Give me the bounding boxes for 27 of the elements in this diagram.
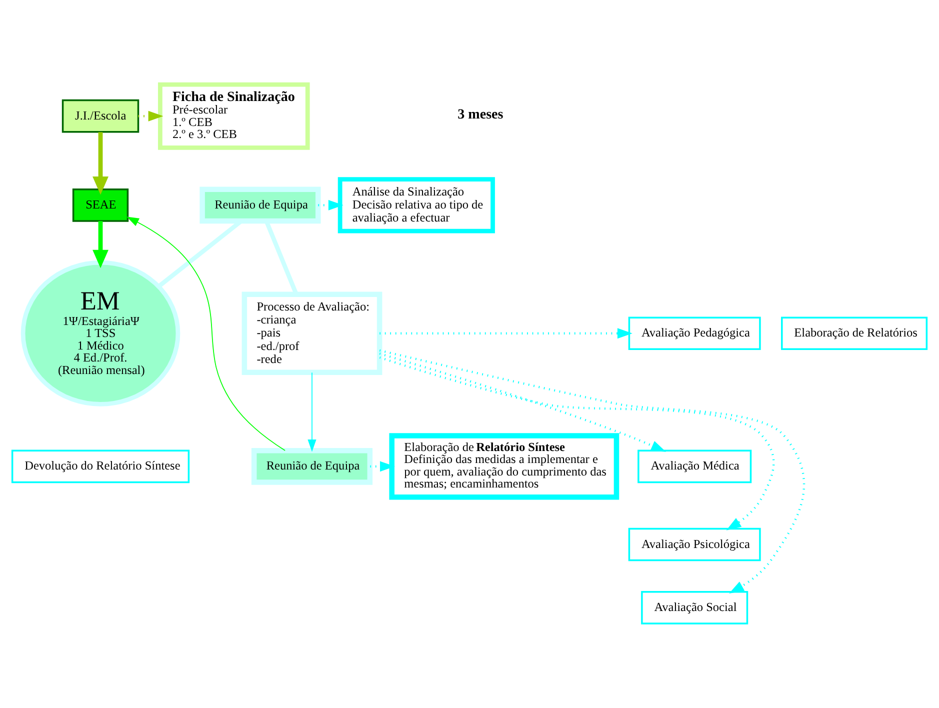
node-circle: EM 1Ψ/EstagiáriaΨ 1 TSS 1 Médico 4 Ed./Prof. (Reunião mensal) <box>20 260 180 406</box>
node-box: Reunião de Equipa <box>251 448 373 485</box>
node-box: Processo de Avaliação: -criança -pais -ed./prof -rede <box>242 292 382 376</box>
arrow <box>138 110 164 122</box>
node-box: Elaboração de Relatório Síntese Definição das medidas a implementar e por quem, avaliação do cumprimento das mesmas; encaminhamentos <box>389 433 620 500</box>
node-box: Avaliação Social <box>641 591 748 624</box>
node-box: J.I./Escola <box>62 99 140 133</box>
arrow <box>380 328 632 339</box>
node-box: Análise da Sinalização Decisão relativa ao tipo de avaliação a efectuar <box>338 177 495 234</box>
node-box: Devolução do Relatório Síntese <box>11 450 190 484</box>
node-box: Elaboração de Relatórios <box>781 316 928 350</box>
node-box: Reunião de Equipa <box>200 186 321 224</box>
arrow <box>370 461 395 472</box>
arrow <box>379 352 666 452</box>
node-box: SEAE <box>72 188 129 222</box>
node-box: Avaliação Psicológica <box>628 528 761 562</box>
arrow <box>318 200 344 210</box>
arrow <box>92 132 108 195</box>
arrow <box>126 216 286 451</box>
arrow <box>379 349 805 594</box>
node-box: Ficha de Sinalização Pré-escolar 1.º CEB 2.º e 3.º CEB <box>158 82 310 150</box>
node-box: Avaliação Pedagógica <box>628 316 761 350</box>
arrow <box>308 372 316 452</box>
node-box: Avaliação Médica <box>638 450 752 484</box>
arrow <box>92 221 108 268</box>
arrow <box>379 356 775 530</box>
label: 3 meses <box>458 106 504 123</box>
